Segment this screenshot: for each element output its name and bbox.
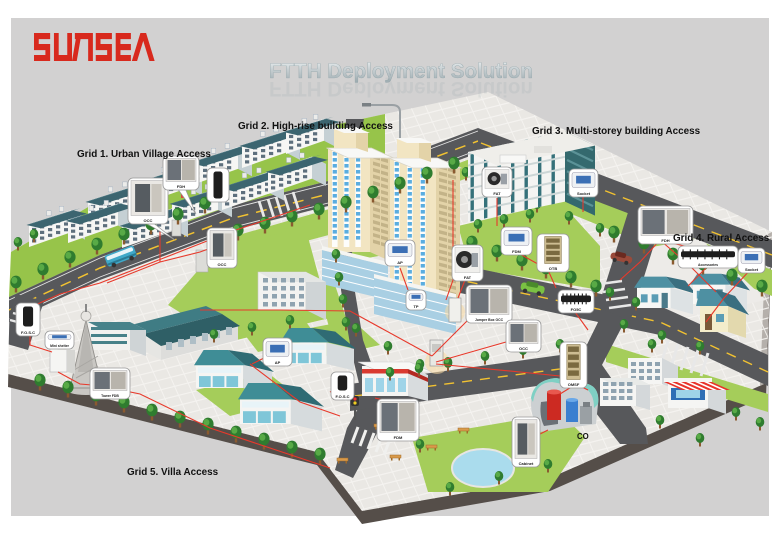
svg-text:FTTH Deployment Solution: FTTH Deployment Solution [269,77,533,101]
svg-text:Accessories: Accessories [698,263,718,267]
svg-text:OTB: OTB [549,266,558,271]
svg-text:Grid 5. Villa Access: Grid 5. Villa Access [127,467,219,478]
svg-text:FTTH Deployment Solution: FTTH Deployment Solution [269,59,533,83]
svg-text:Jumper Box OCC: Jumper Box OCC [475,318,504,322]
svg-text:Grid 2. High-rise building Acc: Grid 2. High-rise building Access [238,121,393,132]
svg-text:F.O.S.C: F.O.S.C [21,330,35,335]
svg-text:FO5C: FO5C [571,307,582,312]
svg-text:FDM: FDM [394,435,403,440]
svg-text:Grid 1. Urban Village Access: Grid 1. Urban Village Access [77,149,211,160]
svg-text:Tower FDB: Tower FDB [101,394,119,398]
svg-text:TP: TP [413,304,418,309]
svg-text:AP: AP [275,360,281,365]
svg-text:FDH: FDH [661,238,669,243]
svg-text:OCC: OCC [519,346,528,351]
svg-text:Socket: Socket [577,191,591,196]
svg-text:AP: AP [397,260,403,265]
svg-text:FDM: FDM [512,249,521,254]
svg-text:FAT: FAT [493,191,501,196]
svg-text:Grid 3. Multi-storey building: Grid 3. Multi-storey building Access [532,126,701,137]
svg-text:OCC: OCC [218,262,227,267]
svg-text:Grid 4. Rural Access: Grid 4. Rural Access [673,233,770,244]
svg-text:F.O.S.C: F.O.S.C [335,394,349,399]
svg-text:Socket: Socket [745,267,759,272]
svg-text:CO: CO [577,432,589,441]
svg-text:Cabinet: Cabinet [519,461,534,466]
svg-text:FDH: FDH [177,184,185,189]
svg-text:FAT: FAT [464,275,472,280]
svg-text:OMSF: OMSF [568,382,580,387]
svg-text:Mini shelter: Mini shelter [50,344,70,348]
svg-text:OCC: OCC [144,218,153,223]
